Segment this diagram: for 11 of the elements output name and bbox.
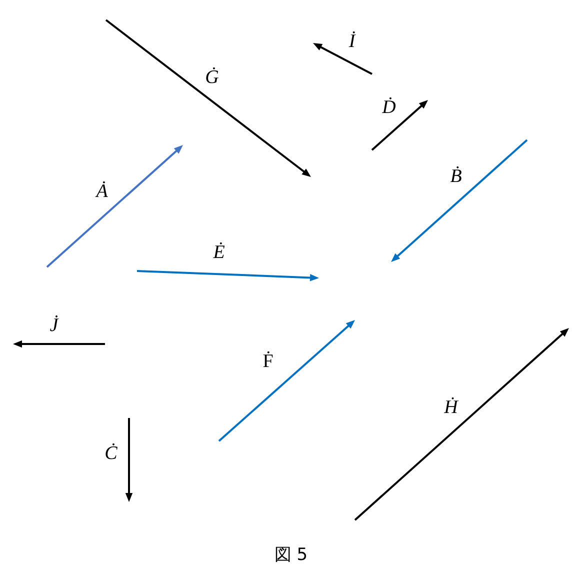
- vector-label: Ḣ: [444, 397, 458, 419]
- vector-label: Ḋ: [382, 97, 396, 119]
- vector-label: Ḃ: [450, 166, 462, 188]
- vector-label: İ: [348, 31, 356, 53]
- vector-label: Ȧ: [96, 181, 108, 203]
- vector-label: Ḟ: [262, 351, 274, 373]
- vector-label: Ġ: [205, 67, 219, 89]
- vector-label: J̇: [50, 315, 58, 337]
- figure-caption: 図 5: [274, 544, 308, 566]
- vector-label: Ė: [213, 242, 225, 264]
- vector-label: Ċ: [104, 443, 118, 465]
